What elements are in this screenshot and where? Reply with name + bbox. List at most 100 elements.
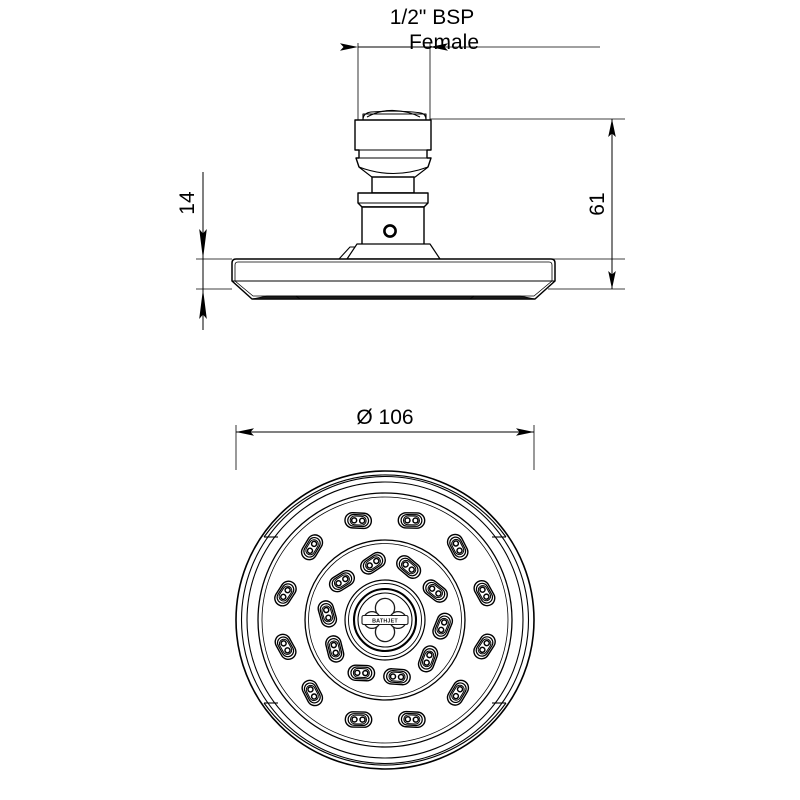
nozzle-inner-ring [350, 714, 368, 725]
nozzle-hole-2 [322, 606, 330, 614]
face-plate-mid-circle [304, 539, 466, 701]
nozzle-inner-9 [328, 569, 355, 593]
nozzle-hole-2 [284, 586, 291, 594]
nozzle-mid-ring [400, 712, 423, 727]
arrow-height-top [608, 119, 616, 137]
nozzle-inner-ring [349, 515, 367, 526]
nozzle-outer-11 [300, 534, 324, 561]
nozzle-mid-ring [449, 682, 467, 704]
nozzle-hole-1 [428, 585, 436, 592]
arrow-disc-top [199, 229, 207, 259]
nozzle-mid-ring [425, 581, 446, 601]
nozzle-inner-ring [421, 650, 435, 668]
nozzle-mid-ring [347, 513, 370, 528]
nozzle-inner-ring [321, 605, 334, 623]
nozzle-hole-2 [483, 593, 490, 600]
nozzle-inner-10 [360, 551, 386, 575]
nozzle-hole-2 [479, 646, 486, 654]
nozzle-hole-2 [423, 659, 430, 666]
nozzle-hole-1 [452, 540, 460, 547]
nozzle-inner-1 [396, 555, 422, 579]
nozzle-hole-1 [335, 580, 342, 587]
nozzle-hole-2 [354, 669, 361, 677]
spray-disc-bottom-shadow [251, 295, 536, 300]
nozzle-hole-1 [402, 561, 409, 568]
base-flare-shape [346, 243, 441, 260]
nozzle-hole-2 [373, 557, 380, 565]
logo-brand-text: BATHJET [372, 619, 398, 625]
thread-label-line2: Female [409, 31, 479, 54]
dimension-overall-height: 61 [586, 119, 616, 289]
dim-label-disc-height: 14 [176, 191, 199, 215]
nozzle-mid-ring [303, 682, 321, 704]
nozzle-hole-1 [325, 614, 332, 621]
brand-logo: BATHJET [361, 597, 409, 643]
nozzle-hole-2 [310, 540, 318, 548]
spray-disc-corner-marks [295, 295, 475, 300]
nozzle-hole-1 [350, 517, 358, 524]
nozzle-mid-ring [362, 554, 384, 573]
nozzle-outer-6 [397, 710, 426, 729]
dimension-disc-height: 14 [176, 172, 207, 330]
logo-text-plate [361, 614, 409, 626]
nozzle-mid-ring [386, 670, 408, 684]
dim-label-diameter: Ø 106 [356, 406, 413, 429]
set-screw-hole [383, 224, 397, 238]
nozzle-outer-5 [446, 679, 470, 706]
nozzle-hole-2 [358, 517, 366, 525]
nozzle-hole-2 [452, 692, 460, 700]
nozzle-outer-12 [344, 511, 373, 530]
nozzle-inner-ring [278, 585, 293, 602]
nozzle-outer-1 [397, 512, 426, 529]
arrow-dia-left [236, 428, 254, 436]
nozzle-inner-5 [383, 668, 411, 686]
nozzle-hole-2 [330, 641, 338, 649]
nozzle-inner-8 [317, 600, 338, 628]
nozzle-mid-ring [276, 583, 295, 604]
thread-label-line1: 1/2" BSP [390, 6, 475, 29]
nozzle-hole-1 [310, 693, 318, 700]
nozzle-inner-ring [388, 671, 406, 682]
face-plate-outer-circle-2 [261, 496, 509, 744]
nozzle-hole-2 [351, 716, 358, 723]
nozzle-inner-ring [352, 667, 370, 678]
nozzle-hole-1 [359, 716, 366, 723]
dimension-thread-width [340, 43, 600, 51]
nozzle-inner-ring [328, 640, 341, 658]
neck-shaft [371, 176, 415, 194]
dimension-face-diameter: Ø 106 [236, 406, 534, 436]
nozzle-inner-ring [278, 638, 293, 655]
nozzle-inner-2 [422, 579, 448, 603]
nozzle-inner-7 [325, 635, 345, 663]
nozzle-mid-ring [327, 638, 343, 660]
spray-disc-body [231, 258, 556, 300]
arrow-disc-bottom [199, 289, 207, 319]
side-extension-lines [196, 43, 625, 290]
hex-nut-chamfer [358, 166, 429, 178]
nozzle-inner-ring [427, 583, 443, 599]
nozzle-hole-2 [342, 575, 349, 583]
rim-flat-bottom-arc [263, 702, 507, 766]
nozzle-inner-3 [432, 612, 454, 640]
nozzle-outer-3 [473, 579, 496, 607]
nozzle-mid-ring [276, 636, 295, 658]
side-geometry [231, 109, 556, 300]
nozzle-inner-ring [365, 556, 381, 571]
hub-outer-circle-2 [348, 583, 422, 657]
nozzle-inner-ring [477, 638, 492, 655]
nozzle-outer-8 [301, 679, 324, 707]
view-side-elevation: 1/2" BSP Female 61 14 [176, 6, 625, 330]
nozzle-inner-ring [305, 539, 319, 556]
nozzle-mid-ring [398, 557, 419, 577]
dim-label-overall-height: 61 [586, 192, 609, 215]
view-bottom-face: Ø 106 [235, 406, 535, 770]
nozzle-outer-7 [344, 711, 373, 728]
nozzle-mid-ring [400, 513, 423, 527]
nozzle-mid-ring [420, 648, 437, 670]
nozzle-inner-ring [436, 617, 449, 635]
nozzle-inner-ring [451, 538, 465, 556]
nozzle-outer-2 [446, 533, 469, 561]
nozzle-outer-4 [473, 633, 496, 660]
